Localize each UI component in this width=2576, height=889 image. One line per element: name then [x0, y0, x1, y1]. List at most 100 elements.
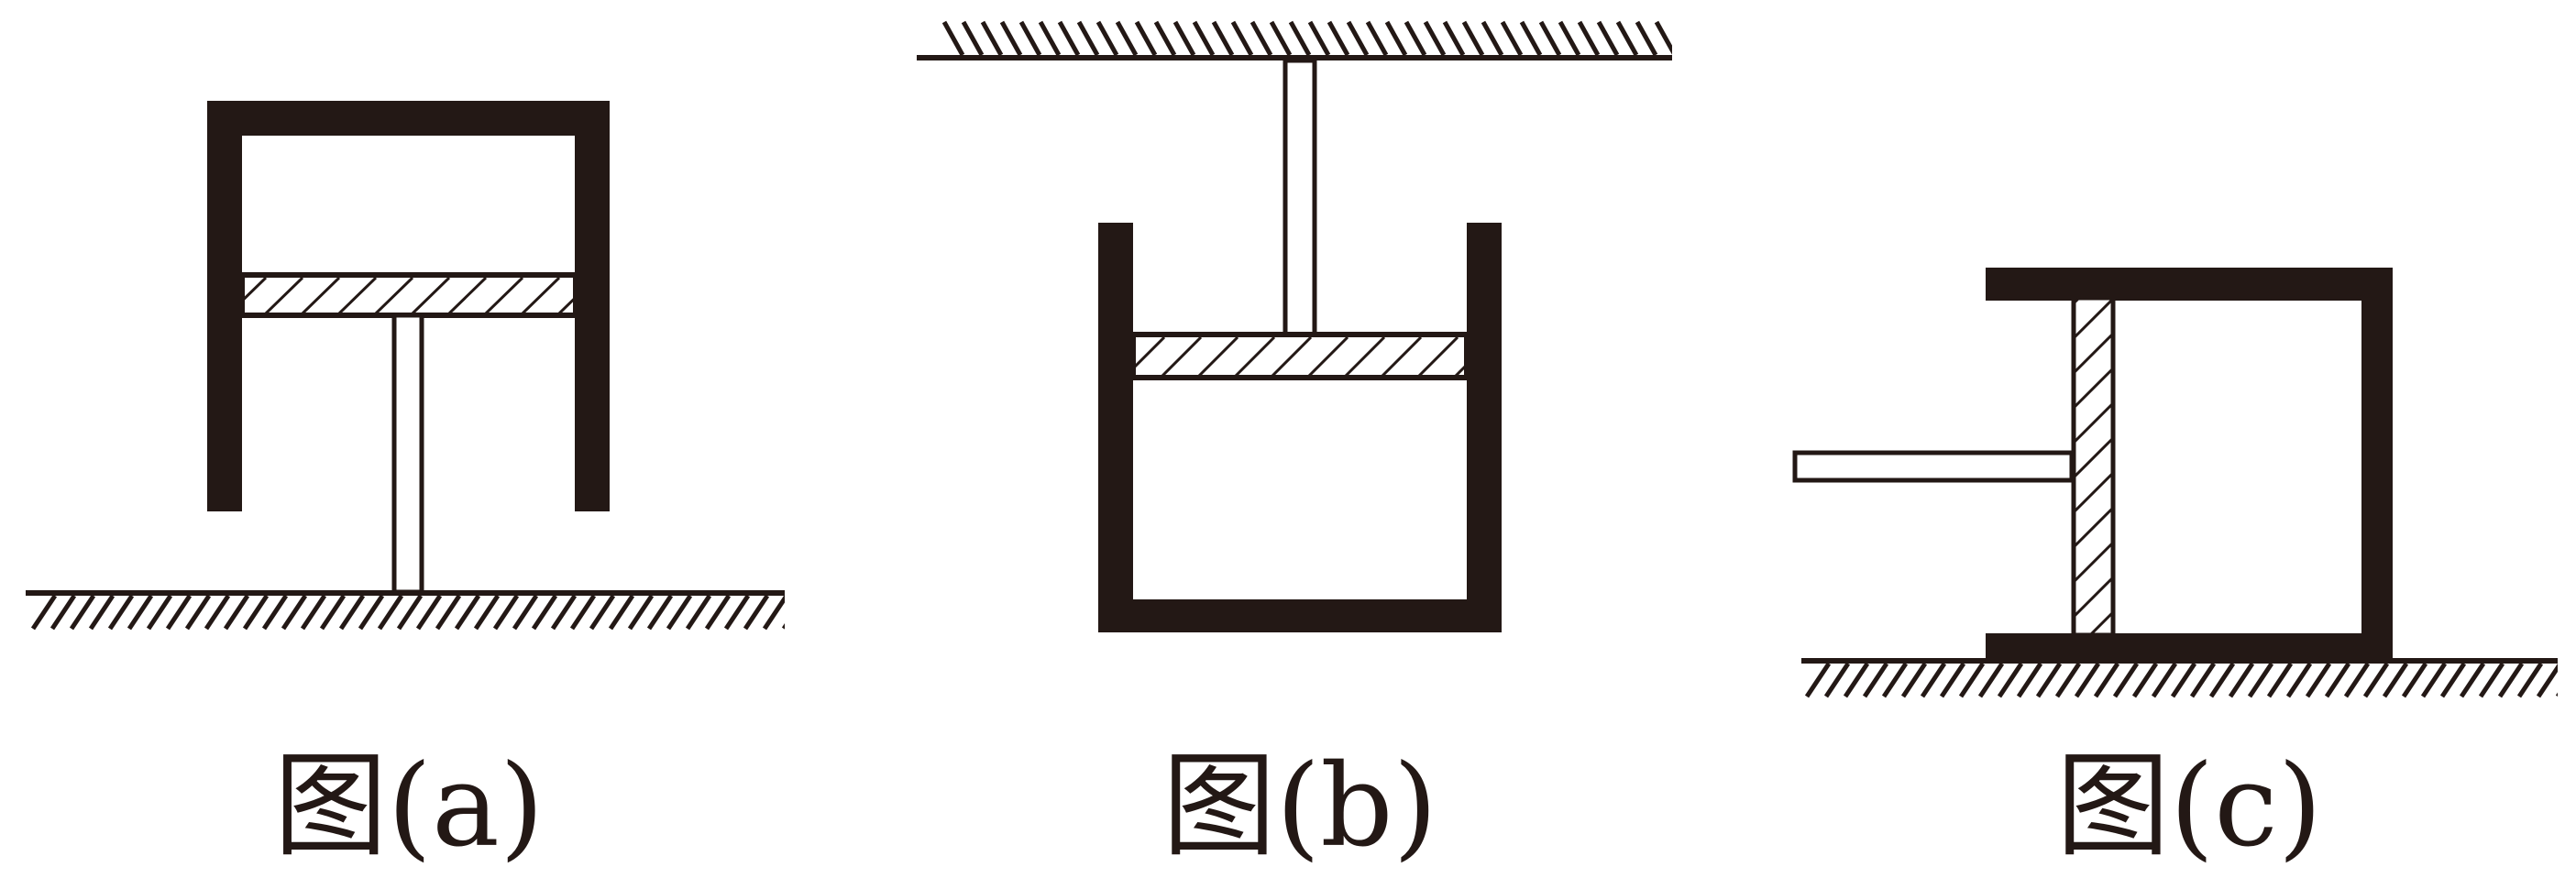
- piston-hatch-line: [374, 278, 414, 313]
- ceiling-hatch-line: [1288, 20, 1312, 57]
- ceiling-hatch-line: [1327, 20, 1350, 57]
- piston-c: [2071, 295, 2116, 638]
- ground-hatch-line: [550, 594, 578, 631]
- ground-hatch-line: [2035, 662, 2063, 698]
- ground-hatch-line: [2093, 662, 2120, 698]
- ground-hatch-line: [184, 594, 212, 631]
- ceiling-hatch-line: [1654, 20, 1672, 55]
- piston-hatch-line: [2075, 472, 2112, 513]
- ceiling-hatch-line: [1249, 20, 1273, 57]
- ground-hatch-line: [2016, 662, 2043, 698]
- ground-hatch-line: [589, 594, 616, 631]
- ground-hatch-line: [300, 594, 327, 631]
- ceiling-hatch-line: [1018, 20, 1042, 57]
- ground-hatch-line: [2516, 662, 2544, 698]
- ground-hatch-line: [646, 594, 674, 631]
- ceiling-hatch-line: [1095, 20, 1119, 57]
- piston-hatch-line: [411, 278, 451, 313]
- piston-hatch-line: [484, 278, 524, 313]
- ceiling-hatch-line: [961, 20, 985, 57]
- ground-hatch-line: [2285, 662, 2313, 698]
- ground-hatch-line: [2266, 662, 2294, 698]
- ground-hatch-line: [2401, 662, 2428, 698]
- ceiling-hatch-line: [1676, 22, 1694, 55]
- rod-a: [391, 313, 424, 595]
- piston-hatch-line: [1344, 337, 1386, 376]
- piston-hatch-line: [557, 295, 576, 313]
- ground-hatch-line: [743, 594, 770, 631]
- piston-hatch-line: [243, 278, 268, 302]
- ground-hatch-line: [627, 594, 655, 631]
- ground-hatch-line: [1823, 662, 1851, 698]
- piston-hatch-line: [1454, 362, 1467, 376]
- ground-hatch-line: [2170, 662, 2197, 698]
- ground-c: [1801, 658, 2558, 698]
- cylinder-c: [1986, 268, 2393, 660]
- cylinder-a: [207, 101, 610, 511]
- ground-hatch-line: [803, 596, 825, 629]
- ceiling-hatch-line: [1230, 20, 1254, 57]
- ground-hatch-line: [2439, 662, 2467, 698]
- ground-hatch-line: [723, 594, 751, 631]
- ceiling-hatch-line: [1404, 20, 1427, 57]
- ground-hatch-line: [2478, 662, 2505, 698]
- ground-hatch-line: [223, 594, 250, 631]
- ground-hatch-line: [512, 594, 539, 631]
- ground-hatch-line: [492, 594, 520, 631]
- ground-hatch-line: [2208, 662, 2236, 698]
- ceiling-hatch-line: [1615, 20, 1639, 57]
- piston-hatch-line: [2075, 368, 2112, 409]
- ground-hatch-line: [2497, 662, 2525, 698]
- ground-hatch-line: [2074, 662, 2101, 698]
- ceiling-hatch-line: [1211, 20, 1235, 57]
- ceiling-hatch-line: [1558, 20, 1581, 57]
- ceiling-hatch-line: [1423, 20, 1447, 57]
- piston-hatch-line: [1307, 337, 1349, 376]
- ground-hatch-line: [204, 594, 231, 631]
- ceiling-hatch-line: [1346, 20, 1370, 57]
- ground-hatch-line: [146, 594, 173, 631]
- ground-hatch-line: [2054, 662, 2082, 698]
- ground-hatch-line: [2382, 662, 2409, 698]
- piston-hatch-line: [521, 278, 561, 313]
- ceiling-hatch-line: [999, 20, 1023, 57]
- piston-hatch-line: [264, 278, 304, 313]
- ground-hatch-line: [531, 594, 558, 631]
- ground-hatch-line: [358, 594, 385, 631]
- ground-hatch-line: [69, 594, 96, 631]
- piston-hatch-line: [2075, 542, 2112, 583]
- ground-hatch-line: [569, 594, 597, 631]
- ground-hatch-line: [666, 594, 693, 631]
- figure-b: 图(b): [917, 20, 1694, 873]
- ground-hatch-line: [396, 594, 424, 631]
- ground-hatch-line: [1804, 662, 1832, 698]
- ceiling-hatch-line: [1192, 20, 1216, 57]
- ceiling-hatch-line: [1269, 20, 1293, 57]
- ground-hatch-line: [1977, 662, 2005, 698]
- ceiling-hatch-line: [1307, 20, 1331, 57]
- piston-a: [239, 272, 578, 318]
- piston-hatch-line: [2075, 333, 2112, 374]
- piston-hatch-line: [2075, 402, 2112, 444]
- caption-c: 图(c): [2056, 741, 2322, 873]
- ground-hatch-line: [2536, 663, 2558, 698]
- ceiling-hatch-line: [1365, 20, 1389, 57]
- ground-hatch-line: [762, 594, 785, 631]
- ground-a: [26, 590, 825, 631]
- ground-hatch-line: [1958, 662, 1986, 698]
- ground-hatch-line: [165, 594, 193, 631]
- ceiling-hatch-line: [1538, 20, 1562, 57]
- ground-hatch-line: [2324, 662, 2351, 698]
- ceiling-hatch-line: [1596, 20, 1620, 57]
- ceiling-hatch-line: [980, 20, 1004, 57]
- ground-hatch-line: [415, 594, 443, 631]
- ground-hatch-line: [88, 594, 116, 631]
- ground-hatch-line: [377, 594, 404, 631]
- ground-hatch-line: [1843, 662, 1870, 698]
- ground-hatch-line: [1939, 662, 1966, 698]
- ceiling-hatch-line: [1172, 20, 1196, 57]
- ground-hatch-line: [2343, 662, 2371, 698]
- piston-hatch-line: [1197, 337, 1239, 376]
- cylinder-b: [1098, 223, 1502, 632]
